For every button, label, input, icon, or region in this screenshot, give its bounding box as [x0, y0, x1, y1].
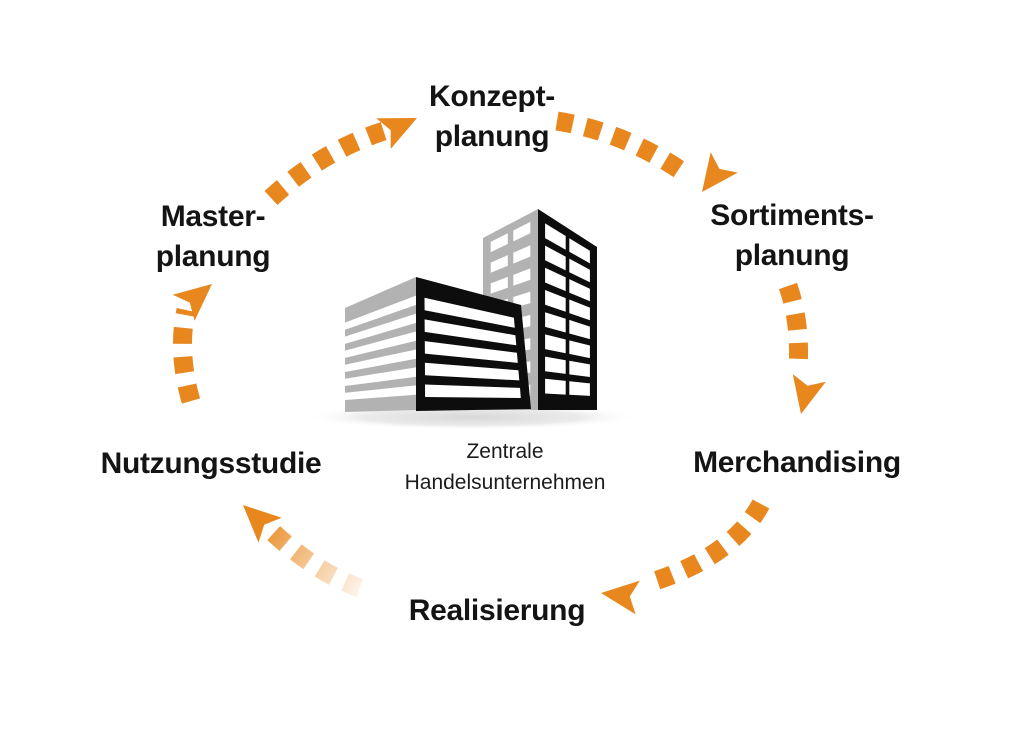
- building-face-part: [345, 331, 416, 358]
- building-face-part: [545, 356, 566, 374]
- arrow-realisierung-to-nutzungsstudie: [243, 505, 364, 597]
- building-face-part: [569, 279, 590, 302]
- building-face-part: [490, 276, 508, 294]
- arrow-nutzungsstudie-to-masterplanung: [172, 284, 212, 404]
- step-label-line: planung: [434, 120, 550, 153]
- building-face-part: [345, 313, 416, 344]
- building-face-part: [513, 245, 531, 264]
- building-face-part: [545, 223, 566, 250]
- headquarters-building-icon: [345, 209, 597, 412]
- building-face-part: [569, 360, 590, 377]
- step-label-konzeptplanung: Konzept- planung: [429, 77, 555, 157]
- cycle-arrows: [172, 111, 826, 615]
- arrow-konzeptplanung-to-sortimentsplanung: [555, 111, 738, 192]
- step-label-line: Nutzungsstudie: [100, 447, 322, 480]
- building-face-part: [490, 255, 508, 273]
- step-label-line: Realisierung: [408, 594, 586, 627]
- building-face-part: [345, 295, 416, 330]
- building-face-part: [513, 291, 531, 308]
- building-face-part: [545, 267, 566, 292]
- building-face-part: [569, 299, 590, 321]
- building-face-part: [569, 258, 590, 283]
- center-label-zentrale-handelsunternehmen: Zentrale Handelsunternehmen: [405, 436, 606, 498]
- building-face-part: [513, 268, 531, 286]
- building-face-part: [490, 233, 508, 253]
- building-face-part: [545, 290, 566, 312]
- arrow-merchandising-to-realisierung: [601, 499, 770, 615]
- building-face-part: [545, 312, 566, 333]
- building-face-part: [569, 238, 590, 264]
- building-face-part: [545, 245, 566, 271]
- step-label-sortimentsplanung: Sortiments- planung: [710, 196, 874, 276]
- building-face-part: [345, 349, 416, 372]
- step-label-merchandising: Merchandising: [693, 443, 901, 483]
- step-label-line: planung: [734, 239, 850, 272]
- step-label-line: Sortiments-: [710, 199, 874, 232]
- center-label-line: Zentrale: [466, 440, 544, 463]
- building-face-part: [569, 340, 590, 359]
- step-label-line: Konzept-: [429, 80, 555, 113]
- step-label-realisierung: Realisierung: [408, 591, 586, 631]
- building-face-part: [545, 334, 566, 354]
- step-label-line: Master-: [160, 200, 266, 233]
- building-face-part: [513, 221, 531, 242]
- building-face-part: [345, 367, 416, 386]
- building-face-part: [569, 319, 590, 340]
- arrow-masterplanung-to-konzeptplanung: [264, 118, 417, 205]
- building-face-part: [424, 362, 520, 381]
- building-face-part: [424, 319, 517, 346]
- step-label-line: Merchandising: [693, 446, 901, 479]
- building-face-part: [425, 384, 521, 398]
- step-label-nutzungsstudie: Nutzungsstudie: [101, 444, 322, 484]
- arrow-sortimentsplanung-to-merchandising: [778, 282, 826, 414]
- building-face-part: [569, 381, 590, 396]
- step-label-line: planung: [155, 240, 271, 273]
- center-label-line: Handelsunternehmen: [404, 471, 606, 494]
- building-face-part: [424, 341, 518, 363]
- step-label-masterplanung: Master- planung: [156, 197, 271, 277]
- building-face-part: [424, 297, 515, 328]
- building-face-part: [345, 385, 416, 400]
- building-face-part: [545, 378, 566, 395]
